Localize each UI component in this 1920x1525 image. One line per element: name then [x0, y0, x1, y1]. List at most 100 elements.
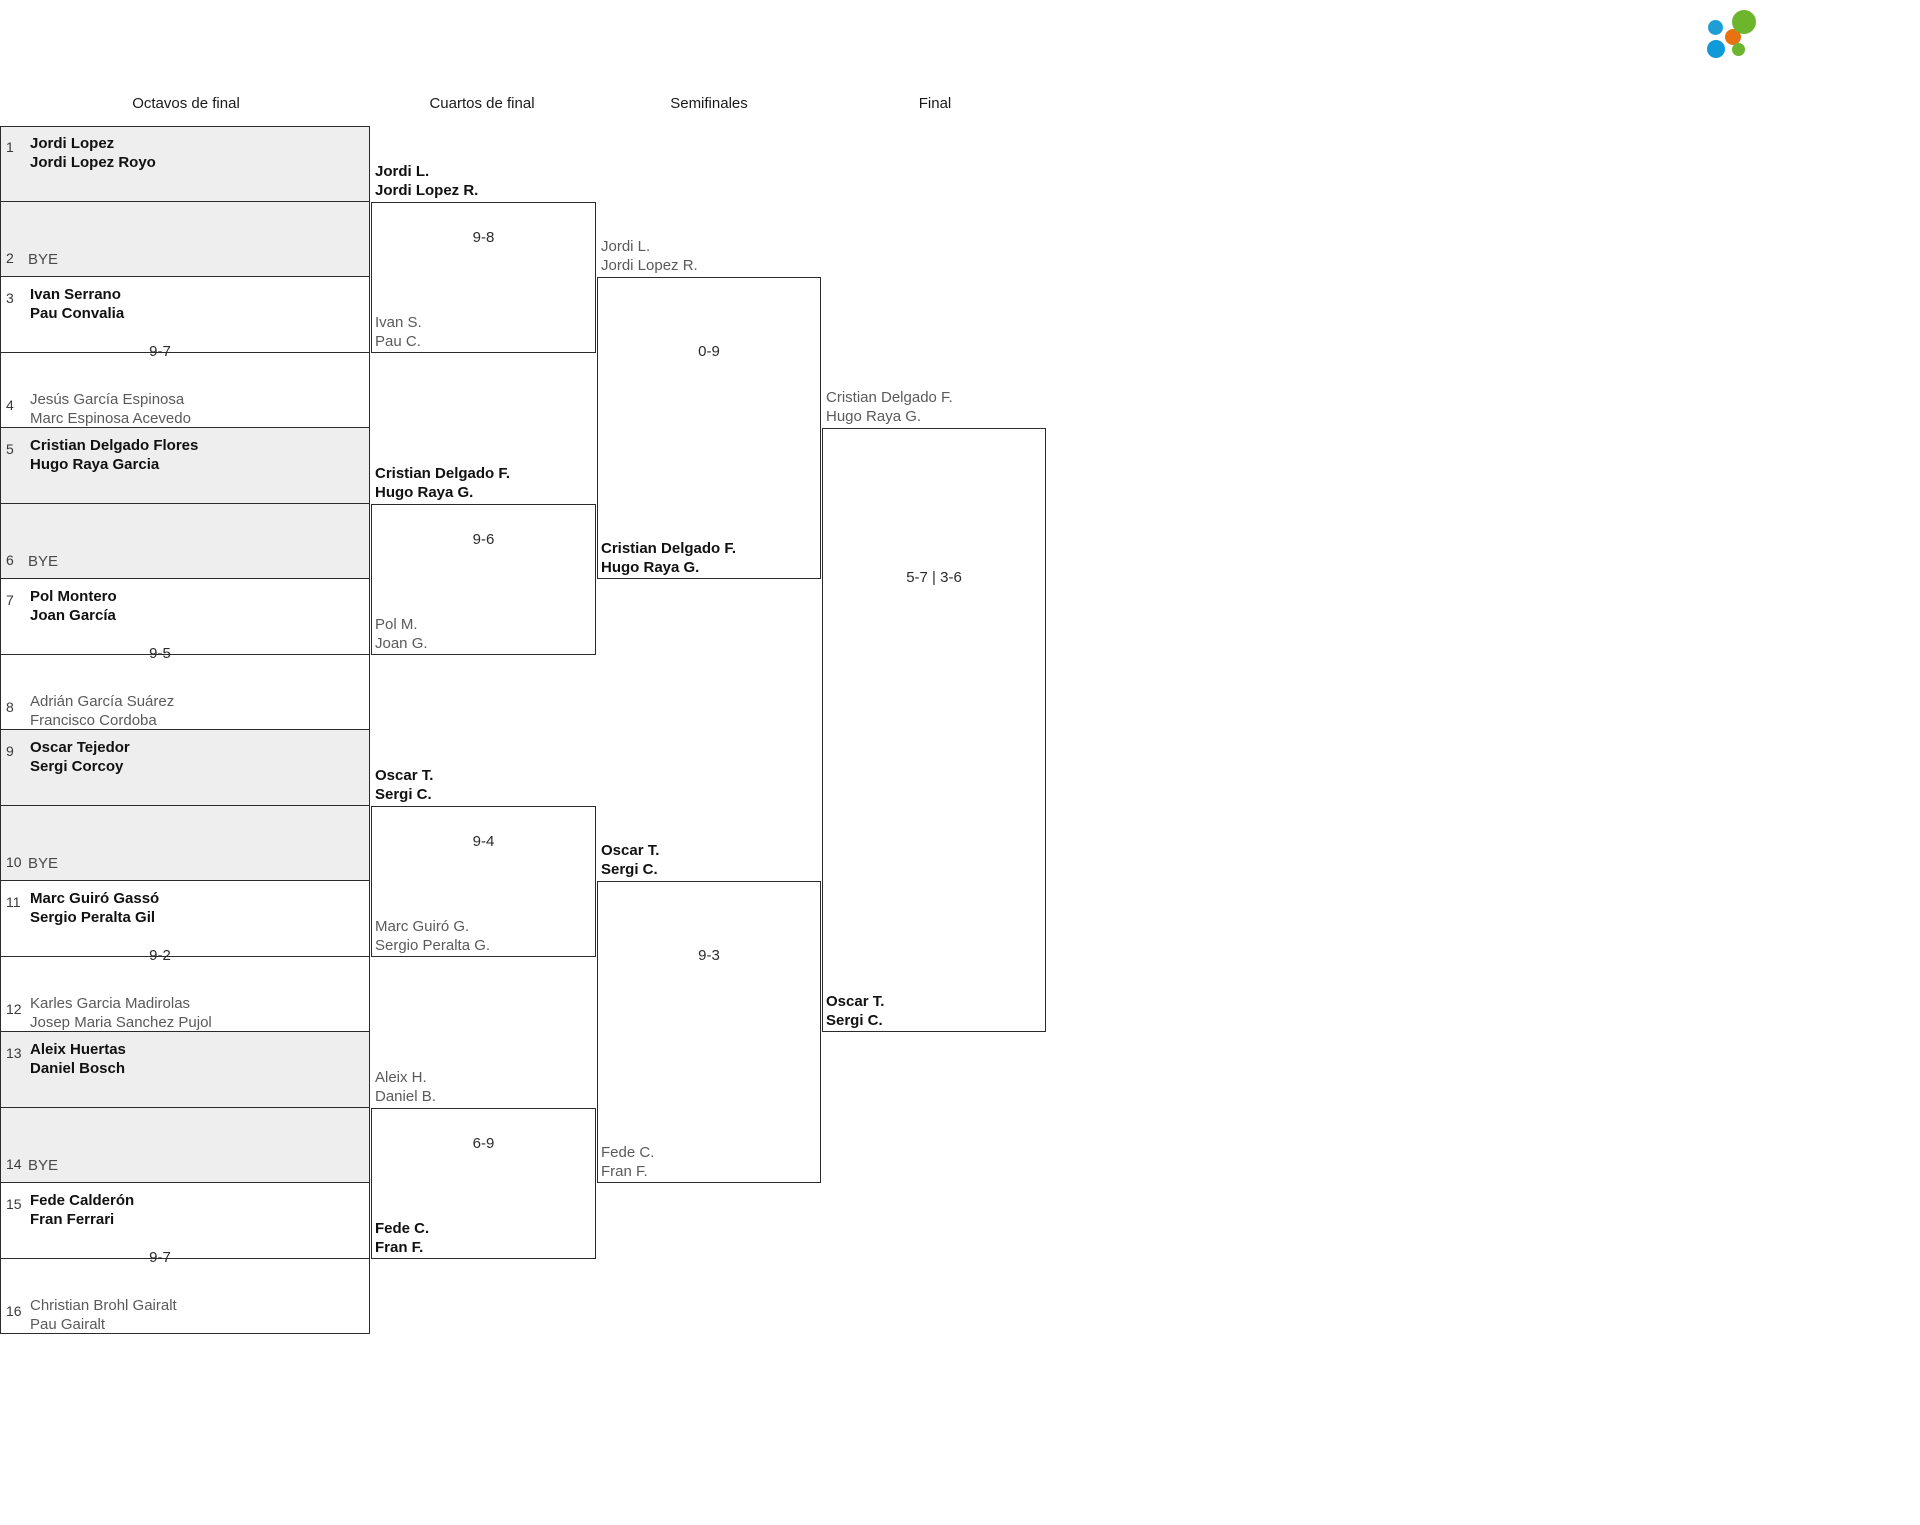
- seed-number-10: 10: [6, 854, 22, 870]
- final-connector: [822, 428, 1046, 1032]
- sf2-top-player1: Oscar T.: [601, 842, 660, 859]
- team-player2-13: Daniel Bosch: [30, 1060, 126, 1077]
- seed-cell-8: [0, 654, 370, 730]
- team-player2-15: Fran Ferrari: [30, 1211, 115, 1228]
- seed-cell-7: [0, 579, 370, 655]
- seed-number-7: 7: [6, 592, 14, 608]
- team-player2-4: Marc Espinosa Acevedo: [30, 410, 191, 427]
- sf1-bottom-player1: Cristian Delgado F.: [601, 540, 737, 557]
- qf3-top-player1: Oscar T.: [375, 766, 434, 784]
- seed-cell-11: [0, 881, 370, 957]
- logo-dot-orange: [1725, 29, 1741, 45]
- team-bye-6: BYE: [28, 553, 59, 570]
- seed-number-5: 5: [6, 441, 14, 457]
- team-player2-12: Josep Maria Sanchez Pujol: [30, 1014, 212, 1031]
- sf2-score: 9-3: [698, 946, 720, 964]
- seed-cell-15: [0, 1183, 370, 1259]
- qf4-top-player1: Aleix H.: [375, 1068, 427, 1086]
- qf2-connector: [371, 503, 596, 655]
- round-header-2: Cuartos de final: [429, 95, 535, 112]
- sf2-bottom-player2: Fran F.: [601, 1163, 648, 1180]
- team-player1-3: Ivan Serrano: [30, 286, 121, 303]
- seed-cell-12: [0, 956, 370, 1032]
- logo-dot-green-large: [1732, 10, 1756, 34]
- team-player2-7: Joan García: [30, 607, 116, 624]
- team-player1-11: Marc Guiró Gassó: [30, 890, 160, 907]
- seed-cell-5: [0, 428, 370, 504]
- team-bye-10: BYE: [28, 855, 59, 872]
- team-player1-7: Pol Montero: [30, 588, 117, 605]
- seed-cell-13: [0, 1032, 370, 1108]
- seed-number-8: 8: [6, 699, 14, 715]
- round1-score-4: 9-7: [149, 1248, 171, 1266]
- final-bottom-player2: Sergi C.: [826, 1012, 883, 1029]
- team-player2-11: Sergio Peralta Gil: [30, 909, 156, 926]
- team-player1-16: Christian Brohl Gairalt: [30, 1297, 177, 1314]
- seed-cell-4: [0, 352, 370, 428]
- seed-number-15: 15: [6, 1196, 22, 1212]
- team-player1-5: Cristian Delgado Flores: [30, 437, 199, 454]
- qf4-connector: [371, 1107, 596, 1259]
- seed-number-14: 14: [6, 1156, 22, 1172]
- qf3-connector: [371, 805, 596, 957]
- team-player2-16: Pau Gairalt: [30, 1316, 106, 1333]
- qf2-top-player1: Cristian Delgado F.: [375, 464, 511, 482]
- seed-number-11: 11: [6, 894, 21, 910]
- qf1-score: 9-8: [472, 229, 495, 247]
- final-top-player2: Hugo Raya G.: [826, 408, 922, 425]
- logo-dot-blue-small: [1708, 20, 1723, 35]
- sf2-top-player2: Sergi C.: [601, 861, 658, 878]
- seed-cell-9: [0, 730, 370, 806]
- seed-number-3: 3: [6, 290, 14, 306]
- sf1-connector: [597, 277, 821, 579]
- team-player2-3: Pau Convalia: [30, 305, 125, 322]
- seed-cell-1: [0, 126, 370, 202]
- qf4-top-player2: Daniel B.: [375, 1087, 436, 1105]
- qf1-bottom-player2: Pau C.: [375, 332, 421, 350]
- team-player2-5: Hugo Raya Garcia: [30, 456, 160, 473]
- seed-number-2: 2: [6, 250, 14, 266]
- round-header-4: Final: [918, 95, 952, 112]
- final-bottom-player1: Oscar T.: [826, 993, 885, 1010]
- sf1-bottom-player2: Hugo Raya G.: [601, 559, 700, 576]
- sf1-top-player1: Jordi L.: [601, 238, 651, 255]
- qf3-top-player2: Sergi C.: [375, 785, 432, 803]
- logo-dot-blue-large: [1707, 40, 1725, 58]
- sf1-top-player2: Jordi Lopez R.: [601, 257, 698, 274]
- qf3-bottom-player2: Sergio Peralta G.: [375, 936, 491, 954]
- team-player2-8: Francisco Cordoba: [30, 712, 157, 729]
- team-player2-1: Jordi Lopez Royo: [30, 154, 156, 171]
- round1-score-3: 9-2: [149, 946, 171, 964]
- qf1-top-player2: Jordi Lopez R.: [375, 181, 479, 199]
- seed-cell-2: [0, 201, 370, 277]
- qf4-score: 6-9: [472, 1135, 495, 1153]
- logo-dots-icon: [1706, 10, 1768, 58]
- sf2-connector: [597, 881, 821, 1183]
- qf1-top-player1: Jordi L.: [375, 162, 430, 180]
- qf1-bottom-player1: Ivan S.: [375, 313, 422, 331]
- qf4-bottom-player2: Fran F.: [375, 1238, 424, 1256]
- team-player2-9: Sergi Corcoy: [30, 758, 124, 775]
- seed-number-4: 4: [6, 397, 14, 413]
- team-player1-15: Fede Calderón: [30, 1192, 135, 1209]
- qf3-score: 9-4: [472, 833, 495, 851]
- sf2-bottom-player1: Fede C.: [601, 1144, 655, 1161]
- seed-number-13: 13: [6, 1045, 22, 1061]
- round-header-1: Octavos de final: [132, 95, 240, 112]
- seed-number-12: 12: [6, 1001, 22, 1017]
- seed-number-1: 1: [6, 139, 14, 155]
- seed-number-6: 6: [6, 552, 14, 568]
- qf2-score: 9-6: [472, 531, 495, 549]
- qf2-bottom-player1: Pol M.: [375, 615, 418, 633]
- seed-cell-10: [0, 805, 370, 881]
- team-player1-1: Jordi Lopez: [30, 135, 115, 152]
- team-player1-8: Adrián García Suárez: [30, 693, 175, 710]
- team-player1-9: Oscar Tejedor: [30, 739, 130, 756]
- seed-cell-6: [0, 503, 370, 579]
- team-player1-4: Jesús García Espinosa: [30, 391, 185, 408]
- team-player1-13: Aleix Huertas: [30, 1041, 126, 1058]
- seed-cell-14: [0, 1107, 370, 1183]
- qf2-top-player2: Hugo Raya G.: [375, 483, 474, 501]
- seed-cell-16: [0, 1258, 370, 1334]
